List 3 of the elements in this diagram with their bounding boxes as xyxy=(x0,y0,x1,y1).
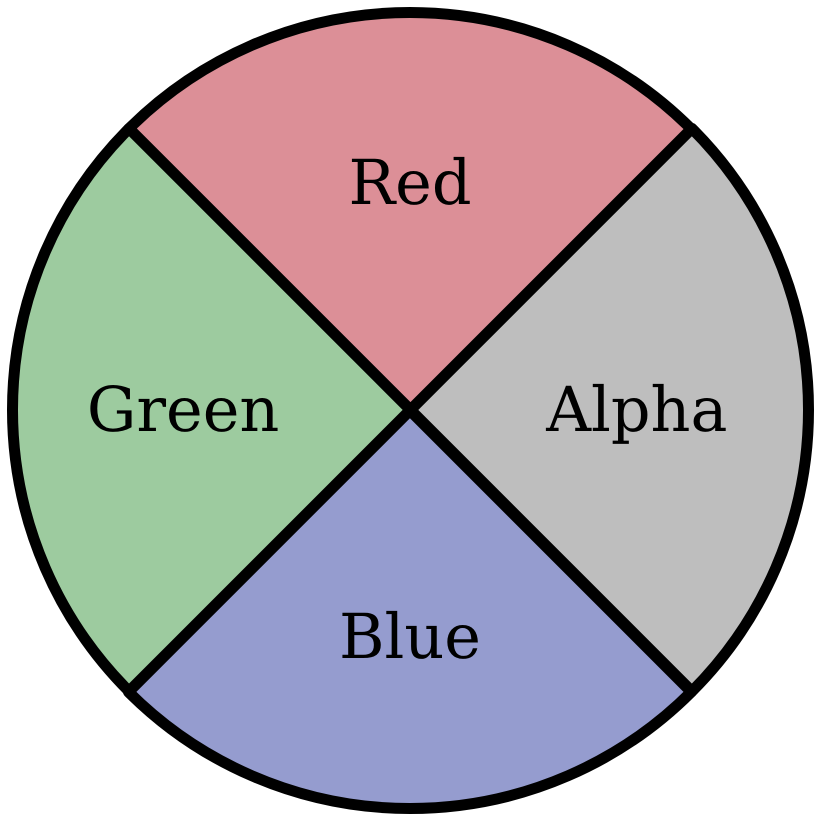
sector-label: Blue xyxy=(338,606,481,668)
sector-label: Green xyxy=(86,378,280,441)
sector-label: Red xyxy=(348,152,472,214)
